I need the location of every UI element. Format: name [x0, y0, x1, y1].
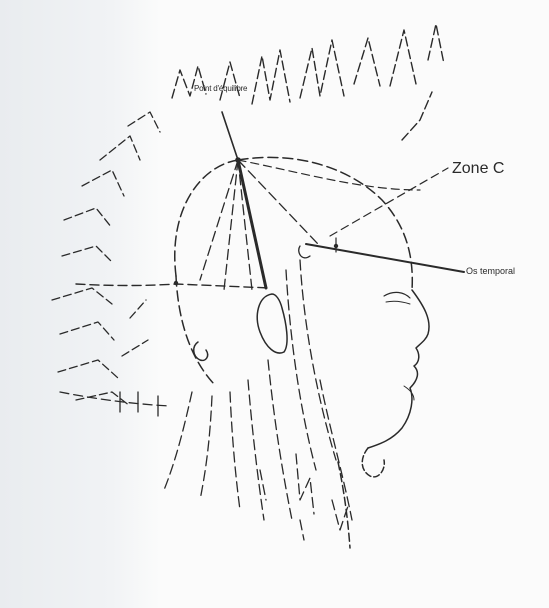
upper-hair-strands — [172, 24, 444, 140]
back-hair-strands — [164, 260, 352, 540]
temporal-bone-label: Os temporal — [466, 266, 515, 276]
ear — [194, 294, 287, 360]
anchor-points — [174, 157, 338, 285]
zone-c-label: Zone C — [452, 160, 504, 178]
section-lines — [76, 112, 464, 290]
face-profile — [338, 290, 429, 548]
lower-left-wisps — [60, 392, 170, 416]
left-hair-strands — [52, 112, 160, 406]
balance-point-label: Point d'équilibre — [194, 84, 247, 93]
